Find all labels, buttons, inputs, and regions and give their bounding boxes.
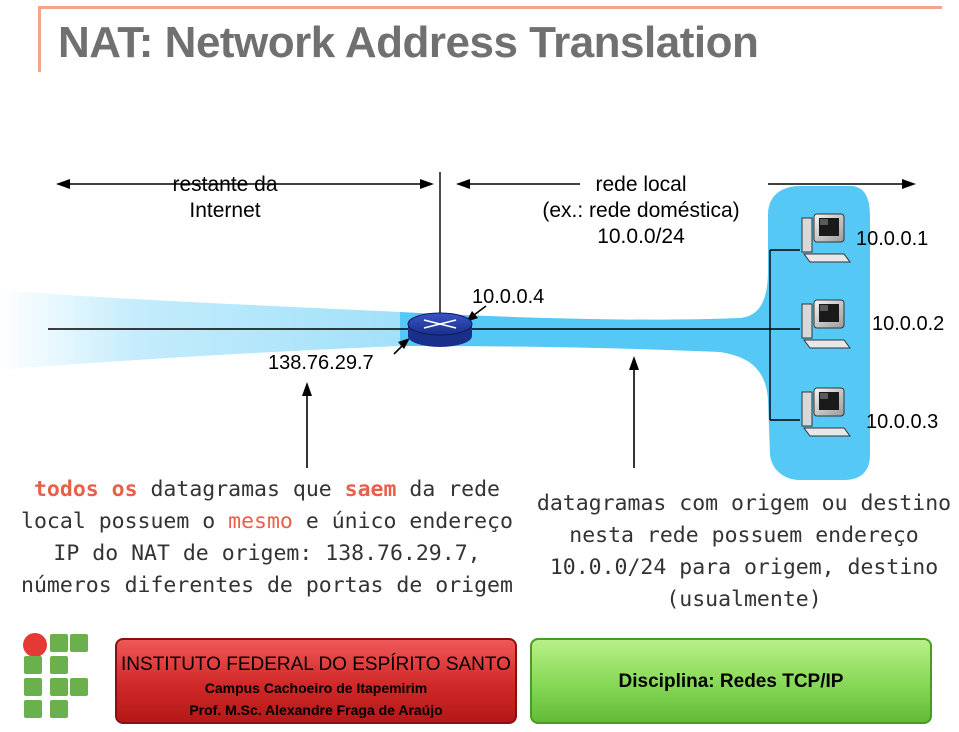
left-note-text: da rede — [396, 477, 500, 502]
local-network-label: rede local (ex.: rede doméstica) 10.0.0/… — [500, 172, 782, 250]
left-note-emphasis-leave: saem — [344, 477, 397, 502]
router-public-ip: 138.76.29.7 — [268, 352, 374, 374]
local-label-line2: (ex.: rede doméstica) — [542, 199, 740, 222]
left-note-emphasis-all: todos os — [33, 477, 138, 502]
title-border-top — [38, 6, 942, 9]
left-note-line4: números diferentes de portas de origem — [21, 573, 513, 598]
internet-span-arrow — [56, 179, 434, 189]
institute-logo-icon — [23, 633, 88, 718]
right-note: datagramas com origem ou destino nesta r… — [532, 488, 956, 616]
left-note-text: local possuem o — [21, 509, 229, 534]
local-span-arrow-left — [456, 179, 580, 189]
local-label-line3: 10.0.0/24 — [597, 225, 685, 248]
local-span-arrow-right — [768, 179, 916, 189]
institute-name: INSTITUTO FEDERAL DO ESPÍRITO SANTO — [121, 654, 511, 675]
right-note-arrow — [629, 356, 639, 468]
course-banner — [530, 638, 932, 724]
host2-computer-icon — [801, 299, 851, 349]
institute-banner — [115, 638, 517, 724]
router-public-ip-pointer — [393, 338, 410, 355]
host1-computer-icon — [801, 213, 851, 263]
left-note-text: datagramas que — [137, 477, 345, 502]
left-note-line2: local possuem o mesmo e único endereço — [12, 506, 522, 538]
internet-label-line2: Internet — [189, 199, 261, 222]
host3-computer-icon — [801, 387, 851, 437]
internet-cloud — [0, 290, 400, 370]
local-label-line1: rede local — [595, 173, 687, 196]
internet-label-line1: restante da — [172, 173, 278, 196]
router-icon — [407, 312, 473, 347]
right-note-line4: (usualmente) — [666, 587, 822, 612]
nat-diagram — [0, 172, 916, 480]
local-network-shape — [400, 186, 870, 480]
left-note-text: e único endereço — [292, 509, 513, 534]
left-note-emphasis-same: mesmo — [228, 509, 293, 534]
internet-label: restante da Internet — [150, 172, 300, 224]
left-note: todos os datagramas que saem da rede loc… — [12, 474, 522, 602]
right-note-line2: nesta rede possuem endereço — [569, 523, 919, 548]
router-local-ip: 10.0.0.4 — [472, 286, 545, 308]
left-note-line1: todos os datagramas que saem da rede — [12, 474, 522, 506]
left-note-arrow — [302, 382, 312, 468]
right-note-line1: datagramas com origem ou destino — [536, 491, 952, 516]
host3-ip: 10.0.0.3 — [866, 411, 939, 433]
left-note-line3: IP do NAT de origem: 138.76.29.7, — [53, 541, 481, 566]
professor-name: Prof. M.Sc. Alexandre Fraga de Araújo — [189, 702, 443, 718]
course-name: Disciplina: Redes TCP/IP — [618, 671, 844, 692]
host1-ip: 10.0.0.1 — [856, 228, 929, 250]
page-title: NAT: Network Address Translation — [58, 18, 759, 67]
host2-ip: 10.0.0.2 — [872, 313, 945, 335]
right-note-line3: 10.0.0/24 para origem, destino — [549, 555, 939, 580]
title-border-left — [38, 6, 41, 72]
campus-name: Campus Cachoeiro de Itapemirim — [204, 680, 428, 696]
